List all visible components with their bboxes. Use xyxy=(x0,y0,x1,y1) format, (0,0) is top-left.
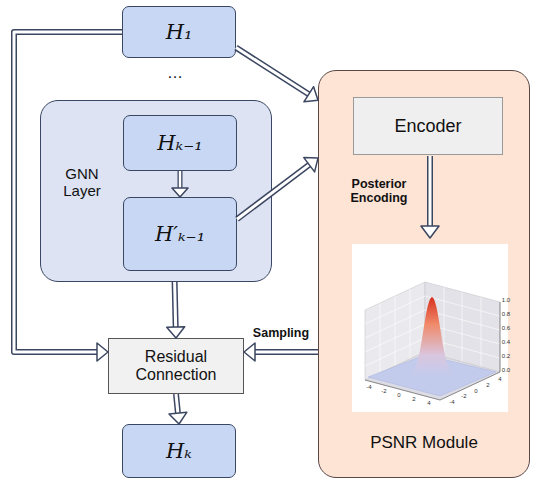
arrow-head xyxy=(244,343,255,361)
tick-label: -2 xyxy=(377,388,391,395)
arrow-head xyxy=(169,412,187,424)
tick-label: -2 xyxy=(457,393,471,400)
tick-label: -4 xyxy=(362,384,376,391)
feature-box: Hₖ xyxy=(122,424,236,478)
arrow-outline xyxy=(14,32,122,352)
arrow-outline xyxy=(178,171,183,189)
arrow-label: Posterior Encoding xyxy=(334,178,424,206)
arrow-head xyxy=(167,327,185,338)
tick-label: 0.8 xyxy=(499,311,513,318)
arrow-outline xyxy=(254,349,318,355)
tick-label: 0.6 xyxy=(499,325,513,332)
arrow-outline xyxy=(236,48,310,95)
node-text: Residual Connection xyxy=(116,348,236,385)
node-text: H₁ xyxy=(166,20,193,44)
edge-label: Sampling xyxy=(236,326,326,340)
feature-box: H′ₖ₋₁ xyxy=(123,197,237,271)
arrow-inner xyxy=(14,32,122,352)
arrow-inner xyxy=(179,171,181,189)
encoding-arrow-outline xyxy=(427,156,433,226)
tick-label: 0.2 xyxy=(499,353,513,360)
arrow-head xyxy=(304,158,318,172)
tick-label: 0.4 xyxy=(499,339,513,346)
arrow-inner xyxy=(176,394,178,414)
connector-arrow xyxy=(237,158,318,220)
tick-label: 4 xyxy=(493,376,507,383)
connector-arrow xyxy=(236,48,318,102)
feature-box: H₁ xyxy=(122,6,236,58)
encoder-box: Encoder xyxy=(353,97,503,155)
tick-label: 4 xyxy=(422,400,436,407)
arrow-head xyxy=(172,188,188,197)
process-box: Residual Connection xyxy=(108,338,244,394)
y-axis xyxy=(440,372,500,400)
arrow-head xyxy=(97,343,108,361)
layer-group: GNN Layer Hₖ₋₁ H′ₖ₋₁ xyxy=(40,100,272,282)
connector-arrow xyxy=(172,171,188,197)
tick-label: -4 xyxy=(445,399,459,406)
tick-label: 0.0 xyxy=(499,367,513,374)
tick-label: 2 xyxy=(407,396,421,403)
tick-label: 0 xyxy=(469,388,483,395)
tick-label: 0 xyxy=(392,392,406,399)
node-text: PSNR Module xyxy=(339,433,509,453)
gaussian-peak xyxy=(410,297,455,375)
plot-background xyxy=(352,244,508,412)
node-text: Hₖ xyxy=(166,439,192,463)
encoding-arrow-inner xyxy=(429,156,432,227)
tick-label: 1.0 xyxy=(499,297,513,304)
node-text: Hₖ₋₁ xyxy=(157,131,202,155)
arrow-head xyxy=(304,87,318,102)
arrow-inner xyxy=(237,164,310,219)
arrow-inner xyxy=(254,350,318,353)
connector-arrow xyxy=(14,32,122,361)
node-text: Encoder xyxy=(394,116,461,137)
node-text: GNN Layer xyxy=(47,165,117,200)
ellipsis: … xyxy=(155,64,195,82)
arrow-outline xyxy=(175,282,176,328)
arrow-inner xyxy=(175,282,176,328)
arrow-outline xyxy=(176,394,178,414)
arrow-inner xyxy=(236,48,310,95)
connector-arrow xyxy=(167,282,185,338)
x-axis xyxy=(365,380,440,400)
arrow-outline xyxy=(237,164,310,219)
z-axis xyxy=(500,302,501,372)
connector-arrow xyxy=(169,394,187,424)
feature-box: Hₖ₋₁ xyxy=(123,115,237,171)
tick-label: 2 xyxy=(481,382,495,389)
connector-arrow xyxy=(244,343,318,361)
node-text: H′ₖ₋₁ xyxy=(155,222,205,246)
